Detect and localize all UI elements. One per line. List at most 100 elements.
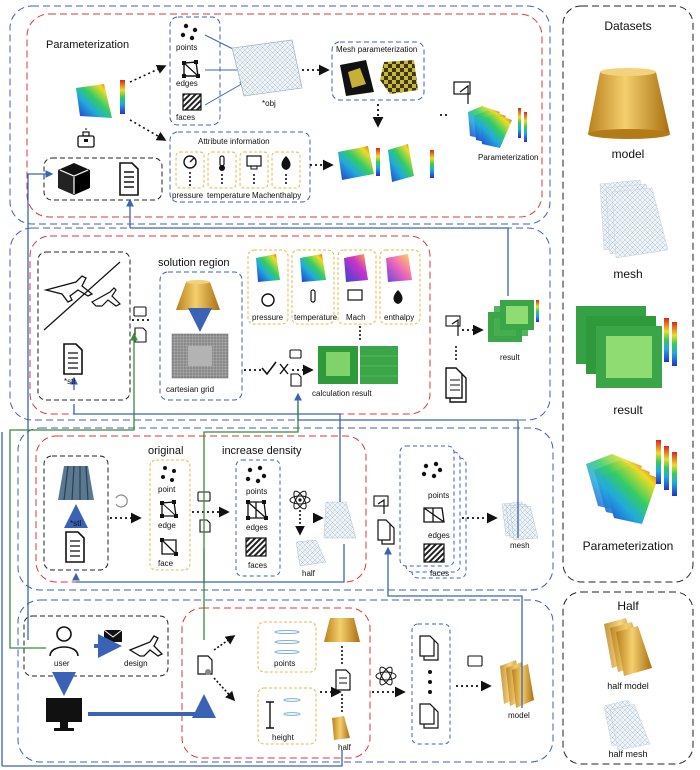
- half-mesh: [603, 699, 651, 751]
- label-dens-edges: edges: [246, 523, 268, 532]
- height-icon: [266, 698, 301, 729]
- half-model: [604, 618, 652, 676]
- cross-icon: [279, 363, 289, 375]
- label-design-points: points: [274, 659, 296, 668]
- label-edges: edges: [176, 79, 198, 88]
- model-stack: [500, 660, 534, 708]
- atom-icon: [289, 490, 311, 510]
- label-design-model: model: [508, 711, 530, 720]
- doc-stack-icon: [377, 519, 395, 545]
- stl-document-icon: [63, 343, 83, 375]
- connectors: [1, 170, 523, 767]
- airplane-icons: [43, 261, 122, 331]
- label-dens-half: half: [302, 569, 315, 578]
- toolbox-doc-icon: [132, 306, 152, 343]
- nozzle-model: [176, 280, 220, 310]
- doc-stack-3: [419, 635, 439, 729]
- cone-half: [332, 716, 350, 740]
- label-sol-temperature: temperature: [294, 313, 338, 322]
- points-icon: [180, 23, 198, 41]
- blade-cone-model: [58, 465, 94, 501]
- dataset-parameterization: [586, 440, 677, 524]
- label-attribute-information: Attribute information: [198, 137, 270, 146]
- stl-doc-icon-2: [65, 531, 85, 563]
- calculation-result: [318, 346, 398, 384]
- panel-parameterization: [9, 5, 551, 225]
- datasets-title: Datasets: [604, 19, 652, 33]
- monitor-icon: [46, 698, 82, 731]
- label-orig-face: face: [158, 559, 174, 568]
- label-original: original: [148, 445, 184, 457]
- label-points: points: [176, 43, 198, 52]
- label-faces: faces: [176, 113, 196, 122]
- panel-half: [562, 591, 694, 765]
- cartesian-grid: [171, 333, 229, 379]
- datasets-parameterization: Parameterization: [582, 539, 674, 553]
- section-title-parameterization: Parameterization: [46, 39, 130, 51]
- mesh-stack: [501, 501, 539, 541]
- blade-colormap: [76, 80, 125, 118]
- toolbox-icon: [77, 131, 95, 148]
- label-dens-points: points: [246, 487, 268, 496]
- label-density-stl: *stl: [70, 519, 82, 528]
- attribute-icons: [175, 151, 301, 189]
- half-mesh-label: half mesh: [608, 749, 648, 759]
- dataset-mesh: [599, 179, 669, 259]
- design-airplane-icon: [128, 635, 164, 657]
- cone-full: [324, 618, 360, 642]
- label-obj: *obj: [262, 99, 276, 108]
- label-parameterization-output: Parameterization: [478, 153, 539, 162]
- label-height: height: [272, 733, 294, 742]
- half-mesh-small: [295, 539, 327, 567]
- datasets-model: model: [611, 147, 645, 161]
- dataset-result: [576, 306, 677, 388]
- mesh-param-shapes: [340, 60, 418, 96]
- label-user: user: [54, 659, 70, 668]
- doc-gear-icon-2: [335, 669, 351, 691]
- label-mesh-parameterization: Mesh parameterization: [336, 45, 418, 54]
- original-icons: [160, 466, 178, 556]
- label-sol-result: result: [500, 353, 520, 362]
- refresh-icon: [115, 494, 128, 508]
- check-icon: [261, 361, 277, 376]
- mesh-cone: [323, 501, 357, 539]
- label-design: design: [124, 659, 148, 668]
- density-stack: [399, 445, 467, 579]
- half-title: Half: [617, 599, 639, 613]
- mail-icon: [103, 629, 123, 642]
- label-sol-pressure: pressure: [252, 313, 284, 322]
- label-design-half: half: [338, 743, 351, 752]
- panel-density: [17, 427, 554, 591]
- label-calculation-result: calculation result: [312, 389, 372, 398]
- obj-mesh: [231, 39, 303, 97]
- panel-datasets: [562, 5, 694, 583]
- result-stack: [488, 300, 539, 342]
- doc-gear-icon: [197, 655, 213, 675]
- label-solution-region: solution region: [158, 257, 230, 269]
- half-model-label: half model: [607, 681, 649, 691]
- cube-icon: [58, 163, 90, 195]
- label-sol-enthalpy: enthalpy: [384, 313, 415, 322]
- toolbox-doc-icon-2: [289, 349, 302, 387]
- label-dens-faces: faces: [248, 561, 268, 570]
- label-attr-temperature: temperature: [207, 191, 251, 200]
- result-attribute-cards: [247, 249, 421, 325]
- dataset-model: [588, 68, 670, 139]
- label-orig-edge: edge: [158, 521, 176, 530]
- parameterization-stack: [453, 81, 527, 148]
- label-attr-mach: Mach: [252, 191, 272, 200]
- document-icon: [119, 162, 139, 196]
- label-increase-density: increase density: [222, 445, 302, 457]
- label-stack-points: points: [428, 491, 450, 500]
- panel-design: [17, 599, 554, 763]
- user-icon: [49, 626, 79, 657]
- attribute-colormaps: [338, 144, 434, 182]
- toolbox-icon-4: [467, 655, 483, 667]
- redo-icon: [445, 315, 461, 336]
- redo-icon-2: [373, 495, 389, 514]
- edges-icon: [182, 60, 200, 78]
- density-icons: [245, 465, 268, 557]
- result-stack-doc: [445, 367, 467, 403]
- label-solution-stl: *stl: [64, 377, 76, 386]
